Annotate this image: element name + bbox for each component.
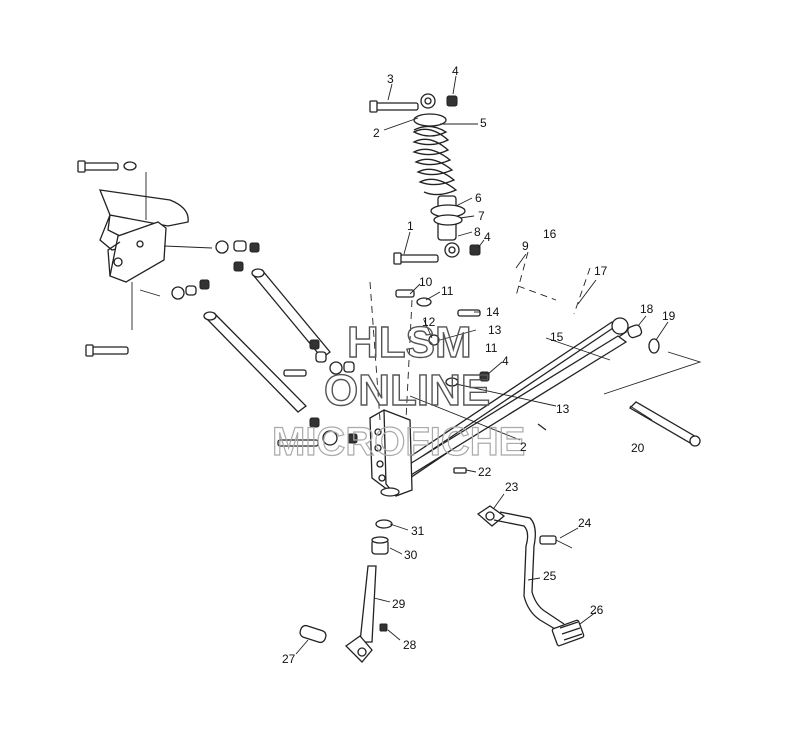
- callout-31: 31: [411, 524, 425, 538]
- callout-5: 5: [480, 116, 487, 130]
- callout-17: 17: [594, 264, 608, 278]
- callout-8: 8: [474, 225, 481, 239]
- frame-bracket: [77, 160, 213, 357]
- callout-27: 27: [282, 652, 296, 666]
- callout-2: 2: [373, 126, 380, 140]
- callout-14: 14: [486, 305, 500, 319]
- callout-13: 13: [556, 402, 570, 416]
- callout-2: 2: [520, 440, 527, 454]
- callout-30: 30: [404, 548, 418, 562]
- callout-20: 20: [631, 441, 645, 455]
- callout-15: 15: [550, 330, 564, 344]
- callout-29: 29: [392, 597, 406, 611]
- brake-pedal: [476, 505, 585, 647]
- callout-11: 11: [485, 341, 498, 355]
- callout-10: 10: [419, 275, 433, 289]
- callout-26: 26: [590, 603, 604, 617]
- callout-1: 1: [407, 219, 414, 233]
- tie-rods: [171, 240, 358, 447]
- watermark: HLSM ONLINE MICROFICHE: [271, 317, 526, 464]
- bushing-set: [603, 324, 702, 447]
- callout-16: 16: [543, 227, 557, 241]
- watermark-line3: MICROFICHE: [272, 420, 525, 464]
- watermark-line1: HLSM: [347, 318, 472, 367]
- callout-19: 19: [662, 309, 676, 323]
- callout-23: 23: [505, 480, 519, 494]
- callout-13: 13: [488, 323, 502, 337]
- leader-lines: [295, 75, 669, 655]
- callout-22: 22: [478, 465, 492, 479]
- spindle: [299, 519, 393, 663]
- callout-4: 4: [502, 354, 509, 368]
- watermark-line2: ONLINE: [324, 366, 490, 415]
- trailing-arm: [369, 289, 629, 497]
- callout-12: 12: [422, 315, 436, 329]
- callout-4: 4: [452, 64, 459, 78]
- callout-28: 28: [403, 638, 417, 652]
- callout-6: 6: [475, 191, 482, 205]
- callout-labels: 3 4 2 5 6 7 8 1 4 9 16 17 10 11 14 12 13…: [282, 64, 676, 666]
- callout-4: 4: [484, 230, 491, 244]
- shock-absorber: [369, 93, 481, 265]
- callout-9: 9: [522, 239, 529, 253]
- callout-25: 25: [543, 569, 557, 583]
- callout-18: 18: [640, 302, 654, 316]
- callout-7: 7: [478, 209, 485, 223]
- callout-24: 24: [578, 516, 592, 530]
- callout-11: 11: [441, 284, 454, 298]
- callout-3: 3: [387, 72, 394, 86]
